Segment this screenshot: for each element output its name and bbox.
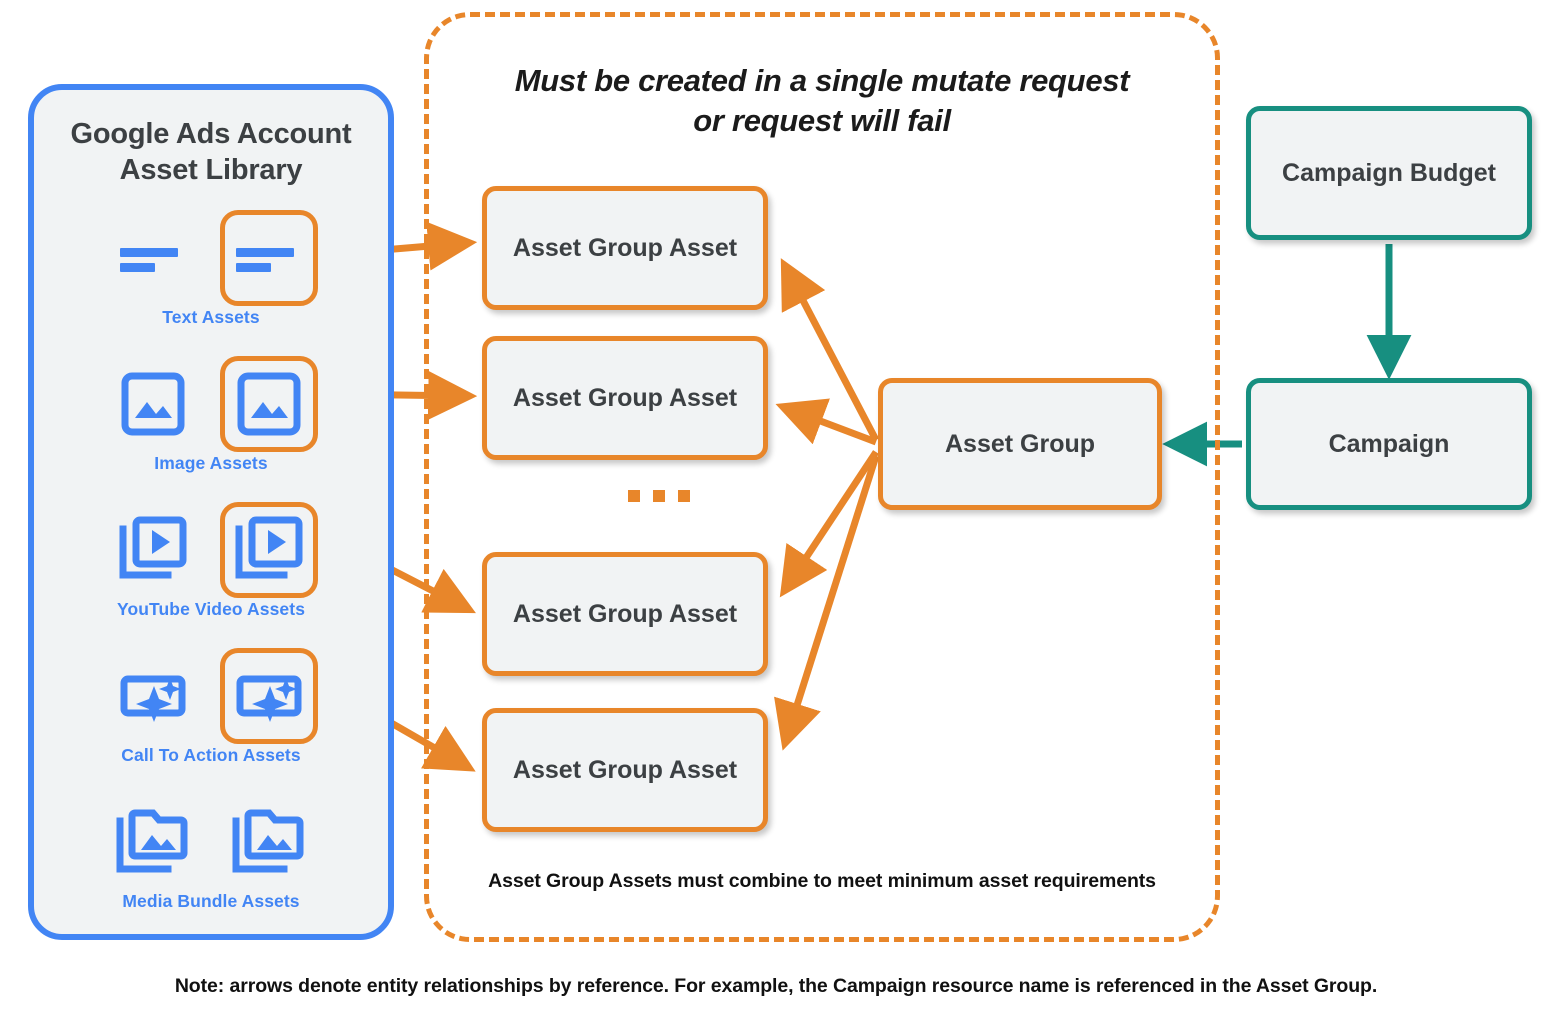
asset-library-title: Google Ads Account Asset Library (34, 116, 388, 189)
asset-type-label-text: Text Assets (162, 306, 260, 327)
asset-type-label-image: Image Assets (154, 452, 268, 473)
asset-type-label-video: YouTube Video Assets (116, 598, 306, 619)
call-to-action-asset-icon-pair (34, 643, 388, 749)
youtube-video-asset-icon-pair (34, 497, 388, 603)
call-to-action-asset-icon-selected[interactable] (220, 647, 318, 744)
asset-library-title-line1: Google Ads Account (70, 118, 352, 150)
campaign-budget-node[interactable]: Campaign Budget (1246, 106, 1532, 240)
call-to-action-asset-icon (104, 648, 202, 744)
media-bundle-asset-icon-second (220, 794, 318, 890)
asset-library-panel: Google Ads Account Asset Library (28, 84, 394, 940)
asset-group-asset-node-1[interactable]: Asset Group Asset (482, 186, 768, 310)
media-bundle-asset-icon-pair (34, 789, 388, 895)
text-asset-icon (104, 210, 202, 306)
asset-type-label-media-bundle: Media Bundle Assets (122, 890, 300, 911)
mutate-heading-line2: or request will fail (693, 103, 951, 139)
youtube-video-asset-icon (104, 502, 202, 598)
asset-type-label-cta: Call To Action Assets (121, 744, 301, 765)
mutate-request-heading: Must be created in a single mutate reque… (472, 61, 1172, 142)
asset-type-row-media-bundle: Media Bundle Assets (34, 789, 388, 935)
media-bundle-asset-icon (104, 794, 202, 890)
diagram-footer-note: Note: arrows denote entity relationships… (174, 975, 1378, 997)
asset-group-asset-node-4[interactable]: Asset Group Asset (482, 708, 768, 832)
text-asset-icon-pair (34, 205, 388, 311)
asset-group-asset-node-2[interactable]: Asset Group Asset (482, 336, 768, 460)
asset-group-node[interactable]: Asset Group (878, 378, 1162, 510)
mutate-heading-line1: Must be created in a single mutate reque… (514, 63, 1130, 98)
mutate-request-container: Must be created in a single mutate reque… (424, 12, 1220, 942)
campaign-node[interactable]: Campaign (1246, 378, 1532, 510)
ellipsis-icon (628, 490, 690, 502)
asset-type-list: Text Assets (34, 205, 388, 935)
asset-group-asset-node-3[interactable]: Asset Group Asset (482, 552, 768, 676)
image-asset-icon-pair (34, 351, 388, 457)
asset-type-row-text: Text Assets (34, 205, 388, 351)
asset-type-row-image: Image Assets (34, 351, 388, 497)
youtube-video-asset-icon-selected[interactable] (220, 501, 318, 598)
asset-library-title-line2: Asset Library (119, 154, 303, 187)
image-asset-icon-selected[interactable] (220, 355, 318, 452)
asset-type-row-video: YouTube Video Assets (34, 497, 388, 643)
image-asset-icon (104, 356, 202, 452)
text-asset-icon-selected[interactable] (220, 209, 318, 306)
asset-type-row-cta: Call To Action Assets (34, 643, 388, 789)
mutate-request-footnote: Asset Group Assets must combine to meet … (488, 870, 1156, 892)
